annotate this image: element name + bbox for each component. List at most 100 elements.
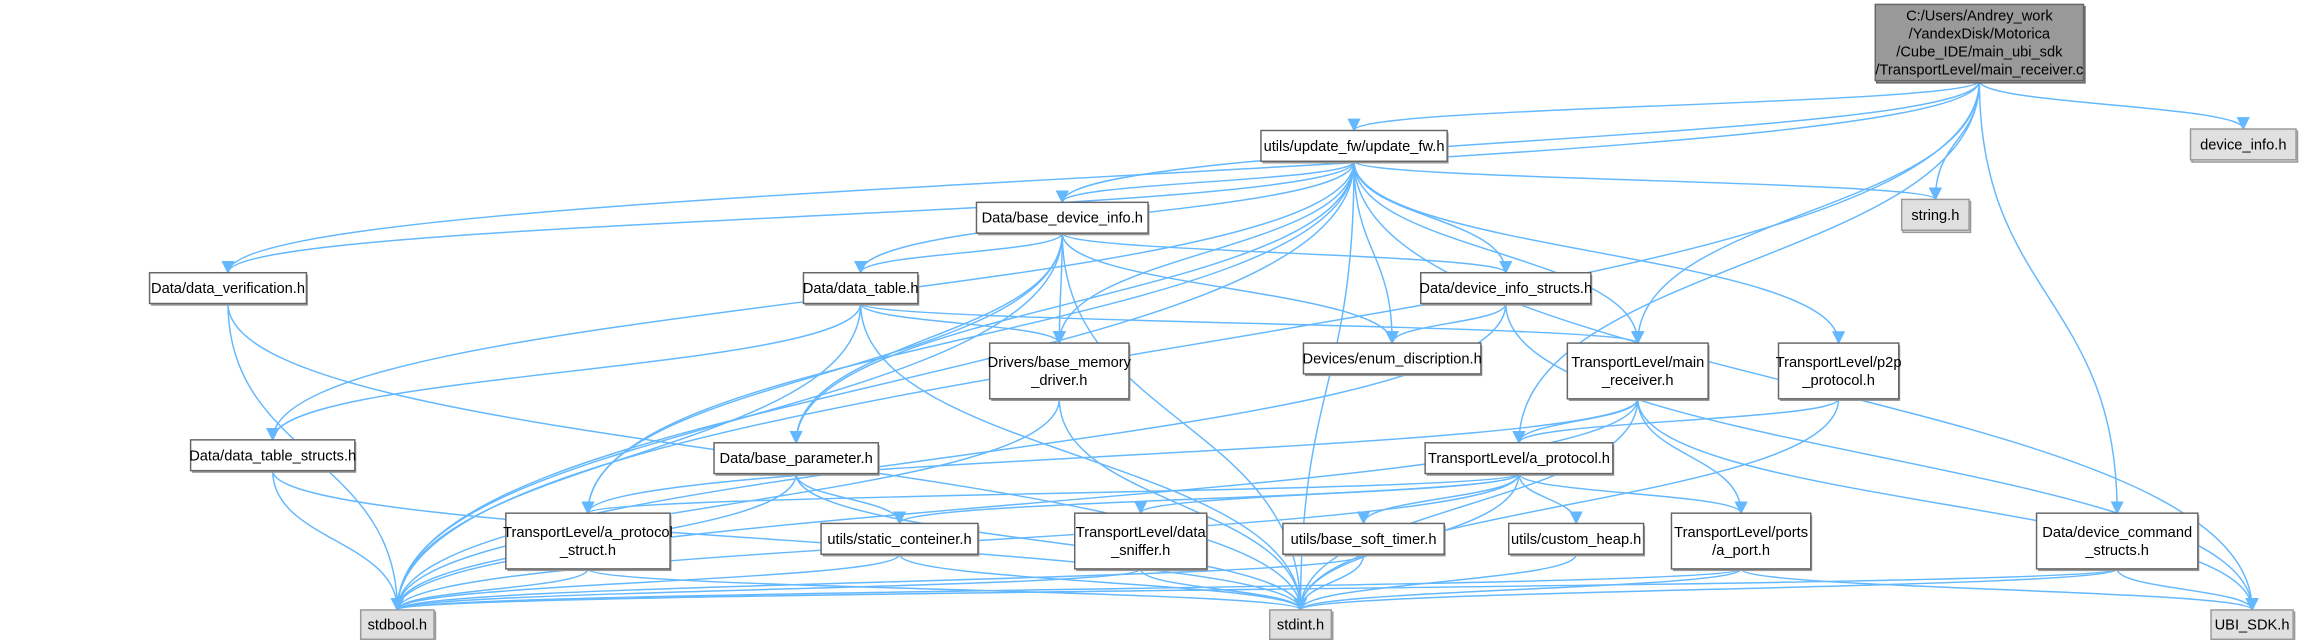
node-label: stdbool.h	[368, 618, 427, 634]
edge-main_receiver_h-to-stdint	[1293, 398, 1639, 612]
node-static-conteiner[interactable]: utils/static_conteiner.h	[820, 522, 980, 557]
node-label: _receiver.h	[1601, 373, 1674, 389]
edge-a_protocol-to-data_sniffer	[1134, 472, 1520, 515]
node-label: device_info.h	[2200, 137, 2286, 153]
node-a-protocol[interactable]: TransportLevel/a_protocol.h	[1424, 442, 1615, 476]
edge-base_soft_timer-to-stdbool	[391, 553, 1365, 612]
node-label: TransportLevel/a_protocol.h	[1428, 451, 1610, 467]
node-label: Data/data_verification.h	[151, 281, 305, 297]
node-custom-heap[interactable]: utils/custom_heap.h	[1507, 522, 1646, 557]
node-label: UBI_SDK.h	[2215, 618, 2290, 634]
node-device-info-structs[interactable]: Data/device_info_structs.h	[1419, 271, 1593, 306]
node-base-device-info[interactable]: Data/base_device_info.h	[975, 201, 1150, 236]
node-ubi-sdk[interactable]: UBI_SDK.h	[2210, 609, 2296, 640]
edge-root-to-a_protocol	[1512, 80, 1981, 445]
node-stdbool[interactable]: stdbool.h	[359, 609, 437, 640]
node-label: TransportLevel/a_protocol	[503, 525, 673, 541]
node-a-port[interactable]: TransportLevel/ports/a_port.h	[1670, 512, 1813, 572]
node-label: utils/update_fw/update_fw.h	[1264, 139, 1445, 155]
edge-data_sniffer-to-stdbool	[391, 568, 1142, 612]
node-label: /TransportLevel/main_receiver.c	[1875, 62, 2083, 78]
edge-base_device_info-to-base_parameter	[789, 233, 1063, 445]
node-label: /Cube_IDE/main_ubi_sdk	[1896, 44, 2063, 60]
edge-data_table_structs-to-stdbool	[271, 470, 404, 612]
edge-root-to-base_device_info	[1055, 80, 1981, 204]
edge-root-to-data_verification	[221, 80, 1981, 275]
node-data-verification[interactable]: Data/data_verification.h	[148, 271, 308, 306]
node-label: Data/data_table.h	[803, 281, 919, 297]
node-string[interactable]: string.h	[1900, 198, 1972, 234]
node-p2p-protocol[interactable]: TransportLevel/p2p_protocol.h	[1776, 342, 1902, 402]
node-base-soft-timer[interactable]: utils/base_soft_timer.h	[1282, 522, 1446, 557]
edge-a_protocol_struct-to-stdbool	[390, 568, 589, 612]
node-a-protocol-struct[interactable]: TransportLevel/a_protocol _struct.h	[503, 512, 673, 572]
edge-a_protocol-to-a_protocol_struct	[581, 472, 1520, 515]
edge-device_command_structs-to-ubi_sdk	[2116, 568, 2259, 612]
node-data-table-structs[interactable]: Data/data_table_structs.h	[189, 439, 357, 473]
node-label: _protocol.h	[1801, 373, 1875, 389]
node-label: Data/base_device_info.h	[982, 211, 1143, 227]
edge-device_command_structs-to-stdbool	[391, 568, 2118, 612]
edge-custom_heap-to-stdint	[1294, 553, 1577, 612]
edge-device_info_structs-to-enum_discription	[1385, 303, 1507, 345]
node-base-parameter[interactable]: Data/base_parameter.h	[713, 442, 880, 476]
edge-data_table-to-stdint	[859, 303, 1308, 612]
edge-data_table-to-base_memory_driver	[859, 303, 1066, 345]
node-device-command-structs[interactable]: Data/device_command _structs.h	[2035, 512, 2200, 572]
nodes-layer: C:/Users/Andrey_work/YandexDisk/Motorica…	[148, 3, 2299, 640]
node-label: TransportLevel/data	[1076, 525, 1207, 541]
edge-update_fw-to-p2p_protocol	[1353, 161, 1846, 345]
node-label: utils/base_soft_timer.h	[1291, 532, 1437, 548]
node-label: Data/device_command	[2042, 525, 2192, 541]
node-label: utils/static_conteiner.h	[827, 532, 971, 548]
edge-a_protocol-to-static_conteiner	[893, 472, 1520, 525]
edge-device_info_structs-to-ubi_sdk	[1505, 303, 2259, 612]
edge-a_port-to-stdint	[1294, 568, 1742, 612]
edge-a_protocol-to-a_port	[1518, 473, 1748, 515]
edge-root-to-update_fw	[1347, 79, 1981, 132]
edge-data_table-to-stdbool	[390, 303, 862, 612]
node-data-table[interactable]: Data/data_table.h	[802, 271, 920, 306]
node-label: _driver.h	[1030, 373, 1087, 389]
edge-root-to-device_command_structs	[1978, 80, 2124, 515]
edge-p2p_protocol-to-stdint	[1293, 398, 1840, 612]
edge-base_memory_driver-to-stdint	[1058, 398, 1308, 612]
edge-a_protocol-to-custom_heap	[1518, 473, 1583, 525]
node-main-receiver-h[interactable]: TransportLevel/main _receiver.h	[1566, 342, 1710, 402]
edge-main_receiver_h-to-ubi_sdk	[1637, 398, 2259, 612]
node-stdint[interactable]: stdint.h	[1268, 609, 1334, 640]
node-label: Data/data_table_structs.h	[189, 448, 356, 464]
edge-device_command_structs-to-stdint	[1294, 568, 2118, 612]
node-label: TransportLevel/main	[1571, 355, 1704, 371]
edge-a_port-to-ubi_sdk	[1740, 568, 2259, 612]
edge-update_fw-to-device_info_structs	[1353, 161, 1513, 275]
node-label: TransportLevel/ports	[1674, 525, 1808, 541]
node-enum-discription[interactable]: Devices/enum_discription.h	[1303, 342, 1483, 377]
edge-data_table-to-main_receiver_h	[859, 302, 1644, 345]
edge-base_device_info-to-data_table	[854, 232, 1063, 275]
node-data-sniffer[interactable]: TransportLevel/data_sniffer.h	[1073, 512, 1209, 572]
edge-update_fw-to-data_verification	[221, 161, 1355, 275]
edge-main_receiver_h-to-a_protocol_struct	[581, 398, 1639, 515]
edge-update_fw-to-main_receiver_h	[1353, 161, 1645, 345]
edge-root-to-device_info	[1978, 80, 2250, 131]
edge-base_device_info-to-device_info_structs	[1061, 232, 1513, 275]
node-base-memory-driver[interactable]: Drivers/base_memory _driver.h	[988, 342, 1132, 402]
node-update-fw[interactable]: utils/update_fw/update_fw.h	[1260, 129, 1449, 164]
edge-data_table_structs-to-stdint	[271, 470, 1307, 612]
edge-update_fw-to-string	[1353, 160, 1942, 201]
edge-main_receiver_h-to-a_port	[1637, 398, 1748, 515]
node-label: _structs.h	[2084, 543, 2149, 559]
node-label: Devices/enum_discription.h	[1303, 351, 1482, 367]
node-label: _struct.h	[559, 543, 616, 559]
node-label: Drivers/base_memory	[988, 355, 1132, 371]
edge-update_fw-to-base_device_info	[1055, 160, 1355, 204]
node-label: string.h	[1911, 208, 1959, 224]
edge-main_receiver_h-to-stdbool	[390, 398, 1639, 612]
edge-a_port-to-stdbool	[391, 568, 1742, 612]
edge-update_fw-to-enum_discription	[1353, 161, 1399, 345]
node-label: C:/Users/Andrey_work	[1906, 9, 2053, 25]
node-device-info[interactable]: device_info.h	[2189, 128, 2299, 163]
edge-static_conteiner-to-stdbool	[390, 553, 901, 612]
